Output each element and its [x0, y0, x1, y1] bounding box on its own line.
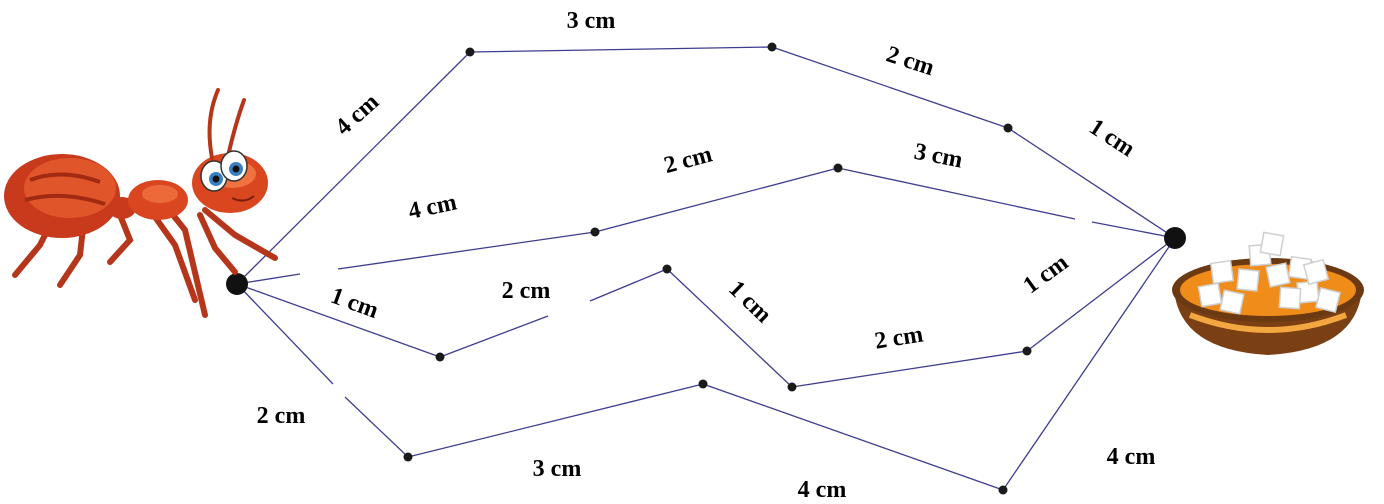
node [465, 47, 475, 57]
edge [702, 383, 1004, 491]
edge [594, 167, 839, 233]
route-bottom [236, 237, 1176, 491]
node [787, 382, 797, 392]
node [833, 163, 843, 173]
route-upper-mid [236, 167, 1176, 285]
edge [236, 283, 334, 385]
node [998, 485, 1008, 495]
node [590, 227, 600, 237]
node [767, 42, 777, 52]
edge-label: 3 cm [533, 456, 582, 482]
node [403, 452, 413, 462]
edge-label: 1 cm [327, 283, 382, 324]
edge [236, 283, 441, 358]
edge [791, 350, 1028, 388]
edge-label: 2 cm [873, 321, 925, 354]
node [435, 352, 445, 362]
edge-label: 2 cm [661, 141, 715, 179]
edge [1091, 221, 1176, 239]
ant-icon [4, 88, 278, 318]
nodes [226, 42, 1186, 495]
edge-label: 3 cm [567, 8, 616, 34]
node [1022, 346, 1032, 356]
edge-label: 1 cm [723, 276, 776, 329]
edge [771, 46, 1009, 129]
node [698, 379, 708, 389]
start-node [226, 273, 248, 295]
edge [407, 383, 704, 458]
edge [837, 167, 1076, 220]
edge-label: 2 cm [502, 278, 551, 304]
edge-label: 3 cm [912, 139, 965, 174]
edge [236, 51, 471, 285]
edge [589, 268, 668, 302]
edge-label: 4 cm [331, 89, 385, 141]
node [1003, 123, 1013, 133]
edge [344, 396, 409, 458]
edge-label: 4 cm [798, 477, 847, 503]
edge-label: 2 cm [257, 403, 306, 429]
edge-labels: 4 cm 3 cm 2 cm 1 cm 4 cm 2 cm 3 cm 1 cm … [257, 8, 1156, 503]
edge-label: 1 cm [1084, 114, 1139, 162]
edge-label: 4 cm [406, 189, 459, 225]
edge [469, 46, 773, 53]
edge [1007, 127, 1176, 239]
edge [1026, 237, 1176, 352]
end-node [1164, 227, 1186, 249]
edge-label: 2 cm [883, 41, 937, 81]
edge-label: 1 cm [1019, 250, 1074, 300]
edge [1002, 237, 1176, 491]
node [662, 264, 672, 274]
route-top [236, 46, 1176, 285]
route-lower-mid [236, 237, 1176, 388]
edge [337, 231, 596, 270]
sugar-bowl-icon [1172, 231, 1364, 355]
edge [666, 268, 793, 388]
edge [439, 315, 549, 358]
edge-label: 4 cm [1107, 444, 1156, 470]
